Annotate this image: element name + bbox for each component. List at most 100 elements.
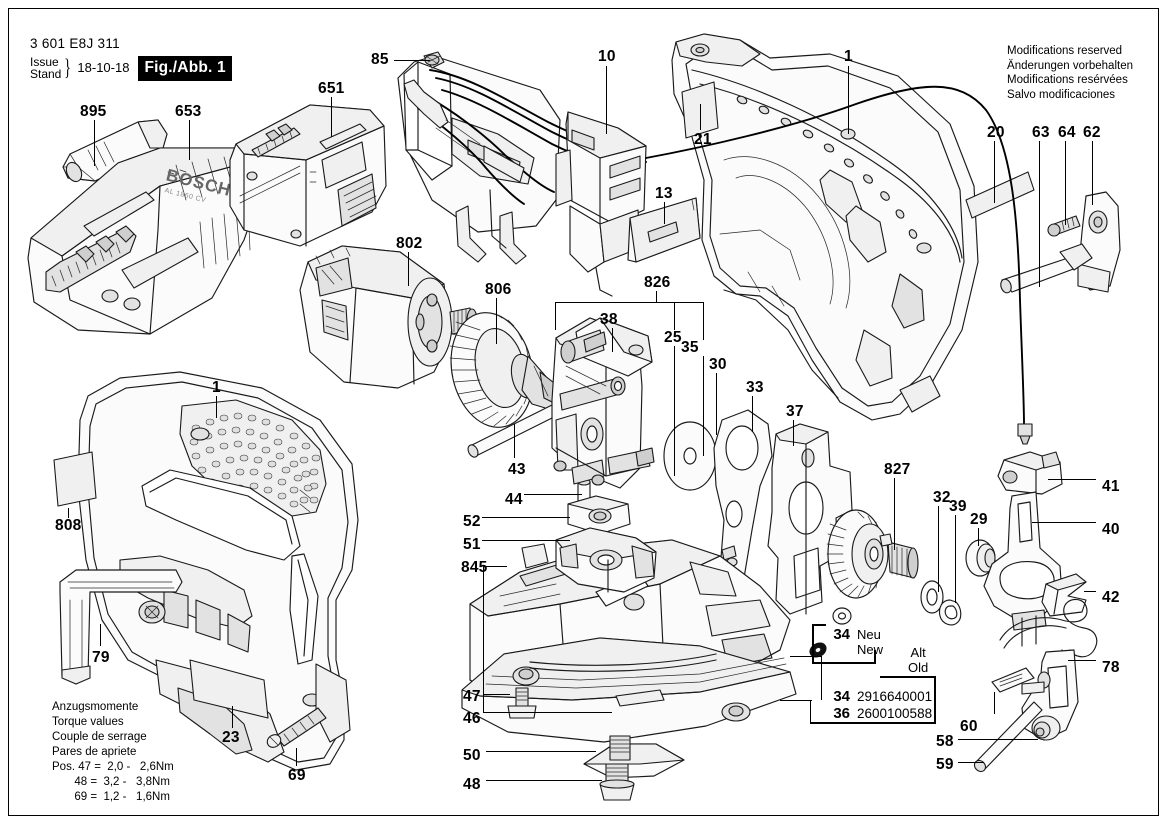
callout-38: 38	[600, 311, 618, 328]
document-header: 3 601 E8J 311 Issue Stand } 18-10-18 Fig…	[30, 36, 232, 81]
callout-802: 802	[396, 235, 423, 252]
pn-old-pos: 36	[833, 705, 850, 722]
part-20-label	[966, 172, 1034, 218]
part-62-lever	[1078, 192, 1120, 292]
part-50-clamp	[584, 736, 684, 778]
callout-651: 651	[318, 80, 345, 97]
stand-label: Stand	[30, 67, 62, 82]
callout-50: 50	[463, 747, 481, 764]
callout-21: 21	[694, 131, 712, 148]
callout-47: 47	[463, 688, 481, 705]
callout-25: 25	[664, 329, 682, 346]
notice-line-es: Salvo modificaciones	[1007, 88, 1116, 101]
torque-values-block: Anzugsmomente Torque values Couple de se…	[52, 700, 174, 805]
svg-text:BOSCH: BOSCH	[164, 165, 233, 200]
part-33-link-plate	[714, 410, 772, 584]
callout-60: 60	[960, 718, 978, 735]
part-64-screw	[1048, 216, 1080, 236]
part-32-washer	[921, 581, 943, 613]
figure-badge: Fig./Abb. 1	[138, 56, 232, 81]
callout-808: 808	[55, 517, 82, 534]
part-63-pin	[999, 244, 1092, 294]
pn-old-row: 34 2916640001	[824, 688, 932, 705]
callout-37: 37	[786, 403, 804, 420]
part-30-washer	[664, 422, 716, 490]
part-40-lever	[984, 492, 1062, 646]
issue-date: 18-10-18	[77, 60, 130, 76]
part-39-circlip	[939, 600, 960, 625]
part-number-old-block: 34 2916640001 36 2600100588	[824, 688, 932, 722]
callout-40: 40	[1102, 521, 1120, 538]
part-37-bracket	[768, 424, 852, 614]
part-51-guide	[522, 528, 656, 592]
issue-row: Issue Stand } 18-10-18 Fig./Abb. 1	[30, 56, 232, 81]
callout-48: 48	[463, 776, 481, 793]
callout-43: 43	[508, 461, 526, 478]
callout-58: 58	[936, 733, 954, 750]
issue-label: Issue	[30, 54, 59, 69]
torque-title-es: Pares de apriete	[52, 745, 137, 758]
modifications-notice: Modifications reserved Änderungen vorbeh…	[1007, 44, 1133, 102]
callout-13: 13	[655, 185, 673, 202]
callout-1: 1	[844, 48, 853, 65]
part-827-gear	[827, 510, 918, 598]
torque-title-en: Torque values	[52, 715, 124, 728]
part-48-bolt	[600, 764, 634, 800]
notice-line-en: Modifications reserved	[1007, 45, 1123, 57]
pn-new-label-de: Neu	[857, 627, 881, 642]
part-60-pad	[992, 668, 1034, 692]
callout-44: 44	[505, 491, 523, 508]
part-826-gearbox-assembly	[552, 318, 654, 488]
callout-806: 806	[485, 281, 512, 298]
part-58-foot-lever	[1022, 650, 1078, 740]
part-806-bevel-gear	[441, 305, 558, 435]
pn-new-labels: Neu New	[857, 627, 884, 658]
notice-line-fr: Modifications resérvées	[1007, 74, 1128, 87]
torque-row: Pos. 47 = 2,0 - 2,6Nm	[52, 760, 174, 773]
torque-row: 69 = 1,2 - 1,6Nm	[52, 790, 170, 803]
svg-text:AL 1860 CV: AL 1860 CV	[164, 187, 207, 204]
callout-59: 59	[936, 756, 954, 773]
callout-62: 62	[1083, 124, 1101, 141]
part-29-roller	[966, 540, 995, 576]
callout-33: 33	[746, 379, 764, 396]
callout-32: 32	[933, 489, 951, 506]
callout-20: 20	[987, 124, 1005, 141]
part-653-charger: BOSCH AL 1860 CV	[28, 148, 258, 334]
callout-826: 826	[644, 274, 671, 291]
torque-row: 48 = 3,2 - 3,8Nm	[52, 775, 170, 788]
callout-41: 41	[1102, 478, 1120, 495]
callout-30: 30	[709, 356, 727, 373]
part-808-label	[54, 452, 96, 506]
part-895-grease-tube	[63, 120, 167, 184]
callout-895: 895	[80, 103, 107, 120]
part-85-switch-harness	[398, 52, 646, 264]
callout-39: 39	[949, 498, 967, 515]
callout-653: 653	[175, 103, 202, 120]
part-10-switch-module	[556, 112, 652, 296]
part-802-motor	[300, 246, 477, 388]
callout-29: 29	[970, 511, 988, 528]
callout-79: 79	[92, 649, 110, 666]
torque-title-fr: Couple de serrage	[52, 730, 147, 743]
pn-new-label-en: New	[857, 641, 884, 657]
callout-1: 1	[212, 379, 221, 396]
callout-51: 51	[463, 536, 481, 553]
pn-old-number: 2600100588	[857, 706, 933, 721]
callout-827: 827	[884, 461, 911, 478]
part-69-screw	[265, 708, 326, 750]
part-78-wire-spring	[1000, 599, 1097, 676]
callout-845: 845	[461, 559, 488, 576]
callout-10: 10	[598, 48, 616, 65]
pn-new-pos: 34	[833, 626, 850, 643]
part-651-battery	[230, 105, 386, 246]
callout-64: 64	[1058, 124, 1076, 141]
callout-46: 46	[463, 710, 481, 727]
callout-35: 35	[681, 339, 699, 356]
pn-old-number: 2916640001	[857, 689, 933, 704]
part-23-label	[190, 660, 268, 718]
pn-old-pos: 34	[833, 688, 850, 705]
part-number-new-block: 34 Neu New	[824, 626, 883, 658]
pn-old-label-de: Alt	[910, 645, 926, 660]
